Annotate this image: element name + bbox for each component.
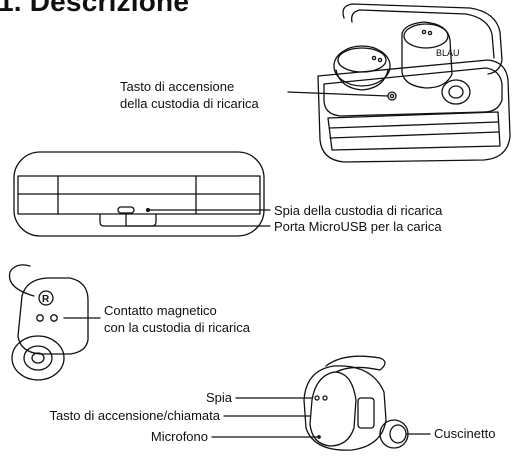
case-indicator-label: Spia della custodia di ricarica xyxy=(274,203,443,218)
case-power-button-label-line1: Tasto di accensione xyxy=(120,79,235,94)
microusb-port-label: Porta MicroUSB per la carica xyxy=(274,219,442,234)
microphone-label: Microfono xyxy=(150,429,208,444)
power-call-button-label: Tasto di accensione/chiamata xyxy=(49,408,220,423)
page-title: 1. Descrizione xyxy=(0,0,190,17)
side-marker-text: R xyxy=(42,294,50,305)
magnetic-contact-label-line2: con la custodia di ricarica xyxy=(104,320,250,335)
magnetic-contact-label-line1: Contatto magnetico xyxy=(104,303,217,318)
led-label: Spia xyxy=(205,390,232,405)
case-model-text: BLAU xyxy=(436,48,460,58)
charging-case-front-illustration xyxy=(13,151,271,237)
case-power-button-label-line2: della custodia di ricarica xyxy=(120,96,259,111)
earbud-outer-illustration xyxy=(211,355,431,451)
charging-case-open-illustration xyxy=(287,3,511,163)
ear-tip-label: Cuscinetto xyxy=(434,426,496,441)
earbud-inner-illustration: R xyxy=(8,264,101,381)
